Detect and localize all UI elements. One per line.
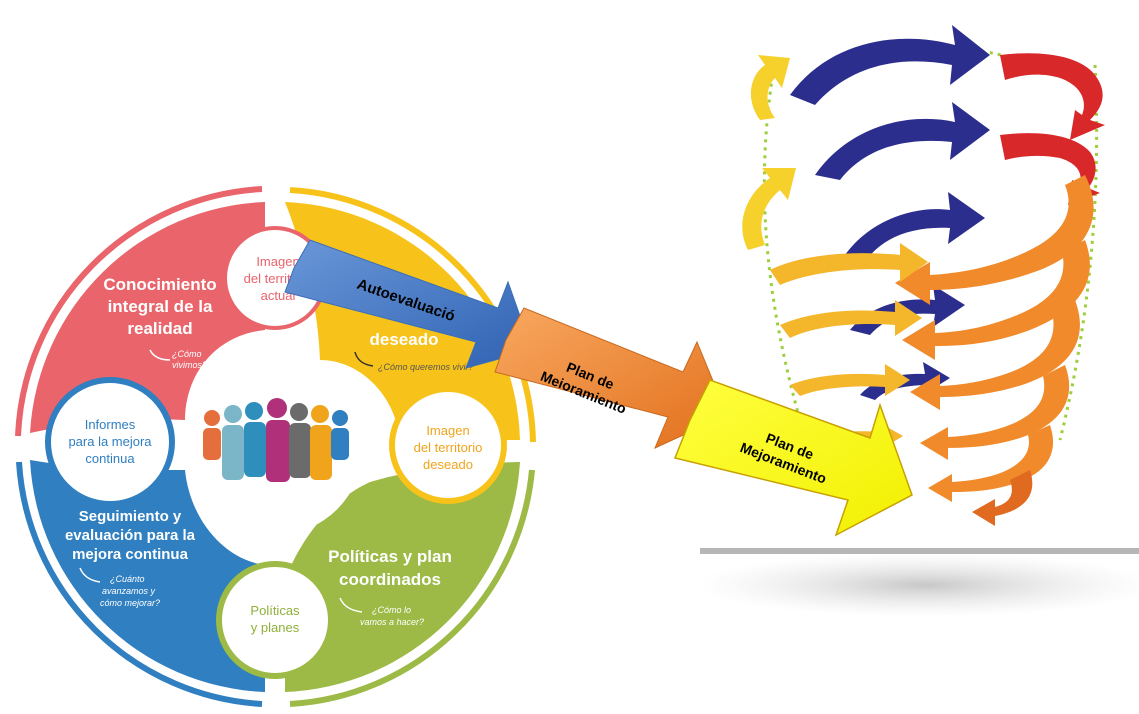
- bubble-informes: [45, 377, 175, 507]
- segment-conocimiento-title-line-2: integral de la: [108, 297, 213, 316]
- curve-arrow-icon: [79, 567, 101, 583]
- bubble-politicas-planes-line-2: y planes: [251, 620, 300, 635]
- curve-arrow-icon: [149, 349, 171, 361]
- segment-conocimiento-question-line-1: ¿Cómo: [172, 349, 202, 359]
- segment-seguimiento: [30, 460, 265, 692]
- arrow-plan-2: Plan de Mejoramiento: [673, 379, 913, 537]
- segment-seguimiento-title-line-2: evaluación para la: [65, 527, 196, 544]
- bubble-imagen-deseado-line-2: del territorio: [414, 440, 483, 455]
- bubble-informes-line-2: para la mejora: [68, 434, 152, 449]
- segment-politicas-title: Políticas y plan coordinados: [328, 547, 452, 589]
- segment-conocimiento-title-line-3: realidad: [127, 319, 192, 338]
- segment-seguimiento-question-line-2: avanzamos y: [102, 586, 156, 596]
- segment-seguimiento-question-line-1: ¿Cuánto: [110, 574, 145, 584]
- spiral-orange-arrows: [895, 175, 1094, 526]
- segment-politicas-question-line-1: ¿Cómo lo: [372, 605, 411, 615]
- bubble-politicas-planes-text: Políticas y planes: [250, 603, 300, 635]
- segment-seguimiento-question: ¿Cuánto avanzamos y cómo mejorar?: [79, 567, 160, 608]
- segment-politicas-question-line-2: vamos a hacer?: [360, 617, 424, 627]
- segment-seguimiento-question-line-3: cómo mejorar?: [100, 598, 160, 608]
- segment-territorio-deseado-question-line-1: ¿Cómo queremos vivir?: [378, 362, 474, 372]
- segment-conocimiento-title-line-1: Conocimiento: [103, 275, 216, 294]
- segment-politicas-title-line-1: Políticas y plan: [328, 547, 452, 566]
- segment-politicas-question: ¿Cómo lo vamos a hacer?: [339, 597, 424, 627]
- segment-territorio-deseado-title: deseado: [370, 330, 439, 349]
- segment-territorio-deseado-title-line-1: deseado: [370, 330, 439, 349]
- curve-arrow-icon: [354, 351, 374, 367]
- bubble-imagen-deseado-text: Imagen del territorio deseado: [414, 423, 483, 472]
- curve-arrow-icon: [339, 597, 363, 613]
- bubble-informes-line-3: continua: [85, 451, 135, 466]
- segment-seguimiento-title-line-3: mejora continua: [72, 546, 189, 563]
- improvement-spiral: MEN: Estándares para logro de competenci…: [695, 25, 1139, 617]
- bubble-politicas-planes: [216, 561, 334, 679]
- segment-politicas: [285, 462, 520, 692]
- segment-territorio-deseado-question: ¿Cómo queremos vivir?: [354, 351, 474, 372]
- segment-conocimiento-question-line-2: vivimos?: [172, 360, 207, 370]
- spiral-baseline: [700, 548, 1139, 554]
- bubble-politicas-planes-line-1: Políticas: [250, 603, 300, 618]
- segment-conocimiento-question: ¿Cómo vivimos?: [149, 349, 207, 370]
- segment-conocimiento-title: Conocimiento integral de la realidad: [103, 275, 216, 338]
- bubble-informes-text: Informes para la mejora continua: [68, 417, 152, 466]
- outer-ring: [15, 186, 536, 707]
- people-group-icon: [203, 398, 349, 482]
- bubble-imagen-deseado-line-1: Imagen: [426, 423, 469, 438]
- bubble-imagen-deseado-line-3: deseado: [423, 457, 473, 472]
- bubble-imagen-deseado: [389, 386, 507, 504]
- bubble-informes-line-1: Informes: [85, 417, 136, 432]
- segment-politicas-title-line-2: coordinados: [339, 570, 441, 589]
- bubble-imagen-actual-line-1: Imagen: [256, 254, 299, 269]
- spiral-red-arrows: [1000, 53, 1105, 205]
- cycle-diagram: Imagen del territorio actual Imagen del …: [15, 186, 536, 707]
- segment-seguimiento-title-line-1: Seguimiento y: [79, 508, 182, 525]
- spiral-shadow: [695, 553, 1139, 617]
- segment-conocimiento: [30, 202, 265, 433]
- segment-seguimiento-title: Seguimiento y evaluación para la mejora …: [65, 508, 196, 563]
